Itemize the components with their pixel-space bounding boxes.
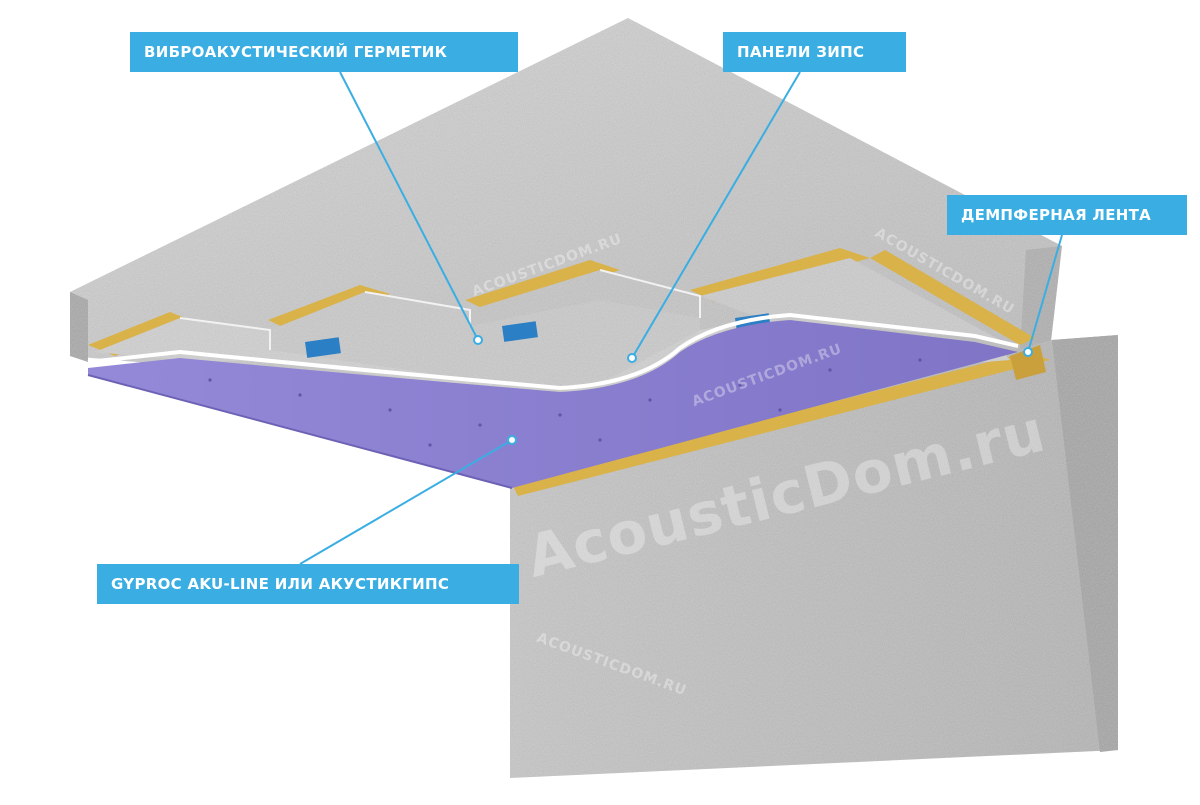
leader-dots	[473, 335, 1033, 445]
gyproc-board	[87, 312, 1019, 489]
label-damper-tape: ДЕМПФЕРНАЯ ЛЕНТА	[947, 195, 1187, 235]
leader-dot-panels	[627, 353, 637, 363]
label-sealant: ВИБРОАКУСТИЧЕСКИЙ ГЕРМЕТИК	[130, 32, 518, 72]
leader-lines	[299, 71, 1063, 565]
leader-line-panels	[631, 71, 801, 359]
leader-line-gyproc	[299, 439, 513, 565]
label-gyproc: GYPROC AKU-LINE ИЛИ АКУСТИКГИПС	[97, 564, 519, 604]
leader-dot-gyproc	[507, 435, 517, 445]
label-zips-panels: ПАНЕЛИ ЗИПС	[723, 32, 906, 72]
leader-dot-sealant	[473, 335, 483, 345]
leader-line-sealant	[339, 71, 479, 341]
leader-dot-damper-tape	[1023, 347, 1033, 357]
leader-line-damper-tape	[1027, 234, 1063, 353]
